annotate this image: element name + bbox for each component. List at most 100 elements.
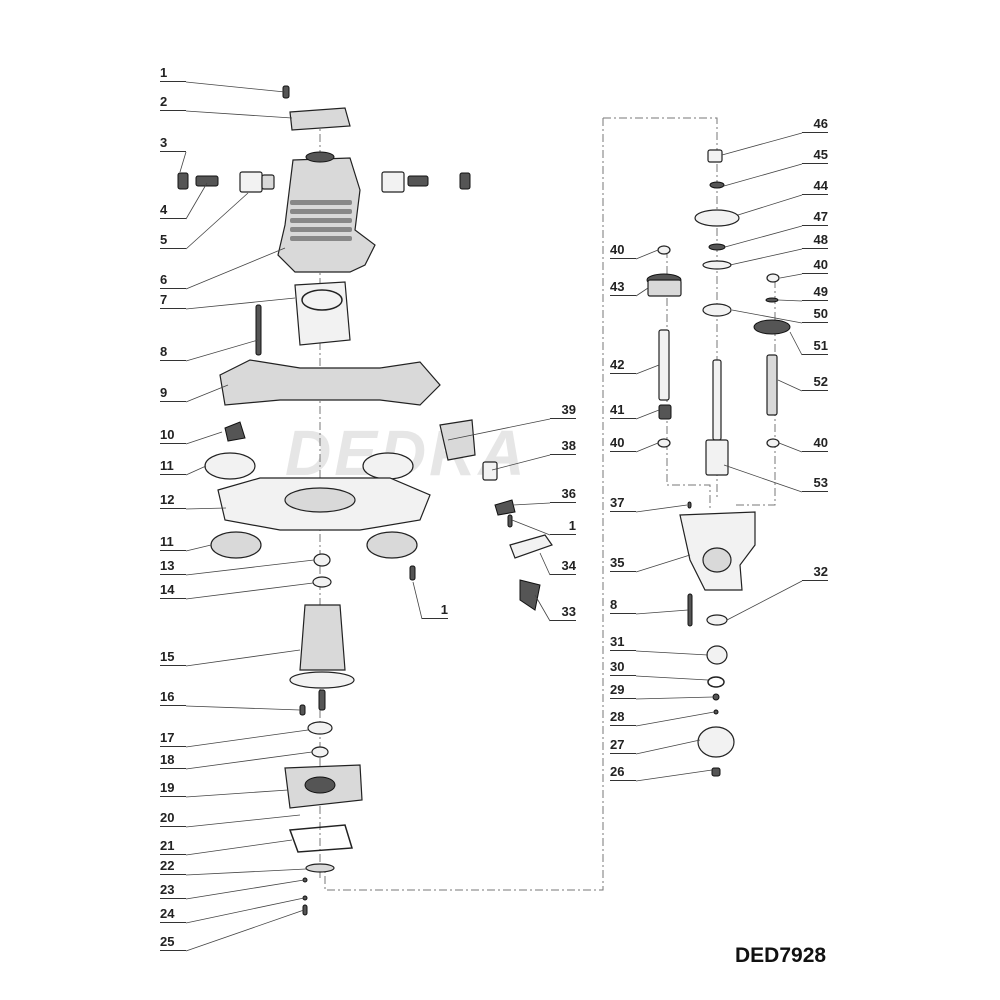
leader-line — [635, 364, 660, 375]
leader-line — [511, 519, 551, 536]
circlip-part — [709, 181, 725, 189]
leader-line — [185, 789, 289, 798]
gear-part — [647, 279, 682, 297]
part-number-label: 8 — [610, 598, 636, 614]
housing-top-part — [305, 151, 335, 163]
leader-line — [777, 299, 803, 302]
circlip-part — [765, 297, 779, 303]
part-number-label: 37 — [610, 496, 636, 512]
ring-part — [707, 676, 725, 688]
part-number-label: 16 — [160, 690, 186, 706]
part-number-label: 20 — [160, 811, 186, 827]
part-number-label: 38 — [550, 439, 576, 455]
part-number-label: 33 — [550, 605, 576, 621]
gear-part — [753, 319, 791, 335]
brush-holder-part — [261, 174, 275, 190]
part-number-label: 35 — [610, 556, 636, 572]
part-number-label: 42 — [610, 358, 636, 374]
knob-part — [697, 726, 735, 758]
leader-line — [635, 287, 649, 297]
leader-line — [635, 504, 688, 513]
leader-line — [179, 151, 187, 173]
leader-line — [724, 225, 803, 248]
part-number-label: 5 — [160, 233, 186, 249]
leader-line — [185, 751, 313, 770]
leader-line — [721, 132, 803, 156]
leader-line — [777, 379, 803, 392]
leader-line — [185, 729, 309, 748]
retaining-ring-part — [702, 260, 732, 270]
part-number-label: 12 — [160, 493, 186, 509]
grip-insert-part — [210, 531, 262, 559]
part-number-label: 2 — [160, 95, 186, 111]
part-number-label: 23 — [160, 883, 186, 899]
spring-part — [195, 175, 219, 187]
part-number-label: 19 — [160, 781, 186, 797]
cable-sleeve-part — [509, 534, 553, 559]
part-number-label: 31 — [610, 635, 636, 651]
gasket-part — [288, 824, 353, 853]
part-number-label: 18 — [160, 753, 186, 769]
screw-part — [299, 704, 306, 716]
part-number-label: 36 — [550, 487, 576, 503]
brush-cap-part — [177, 172, 189, 190]
leader-line — [635, 650, 709, 656]
part-number-label: 28 — [610, 710, 636, 726]
part-number-label: 15 — [160, 650, 186, 666]
leader-line — [789, 331, 803, 356]
leader-line — [635, 696, 714, 700]
part-number-label: 11 — [160, 459, 186, 475]
part-number-label: 46 — [802, 117, 828, 133]
leader-line — [447, 418, 551, 441]
part-number-label: 26 — [610, 765, 636, 781]
leader-line — [185, 559, 315, 576]
brush-holder-part — [239, 171, 263, 193]
long-screw-part — [255, 304, 262, 356]
bearing-part — [702, 303, 732, 317]
leader-line — [539, 552, 551, 576]
part-number-label: 1 — [550, 519, 576, 535]
housing-vent-part — [290, 209, 352, 214]
part-number-label: 3 — [160, 136, 186, 152]
leader-line — [635, 249, 659, 260]
housing-vent-part — [290, 236, 352, 241]
part-number-label: 51 — [802, 339, 828, 355]
armature-part — [299, 604, 346, 671]
part-number-label: 1 — [422, 603, 448, 619]
top-cover-part — [289, 107, 351, 131]
part-number-label: 6 — [160, 273, 186, 289]
spindle-shaft-part — [766, 354, 778, 416]
housing-vent-part — [290, 200, 352, 205]
stator-winding-part — [301, 289, 343, 311]
part-number-label: 9 — [160, 386, 186, 402]
long-screw-part — [687, 593, 693, 627]
leader-line — [185, 649, 301, 667]
bearing-part — [307, 721, 333, 735]
part-number-label: 40 — [610, 436, 636, 452]
leader-line — [185, 182, 208, 220]
screw-part — [507, 514, 513, 528]
washer-part — [706, 614, 728, 626]
leader-line — [491, 454, 551, 471]
part-number-label: 14 — [160, 583, 186, 599]
washer-part — [312, 576, 332, 588]
leader-line — [185, 544, 212, 552]
leader-line — [635, 442, 659, 453]
leader-line — [185, 879, 305, 900]
part-number-label: 52 — [802, 375, 828, 391]
cable-clamp-part — [494, 499, 516, 516]
leader-line — [185, 465, 207, 476]
part-number-label: 40 — [802, 258, 828, 274]
leader-line — [185, 909, 305, 952]
assembly-line-left — [324, 118, 604, 891]
washer-part — [311, 746, 329, 758]
collet-nut-part — [706, 645, 728, 665]
leader-line — [779, 273, 803, 279]
leader-line — [534, 594, 551, 622]
part-number-label: 47 — [802, 210, 828, 226]
grip-insert-part — [366, 531, 418, 559]
part-number-label: 22 — [160, 859, 186, 875]
leader-line — [635, 769, 713, 782]
